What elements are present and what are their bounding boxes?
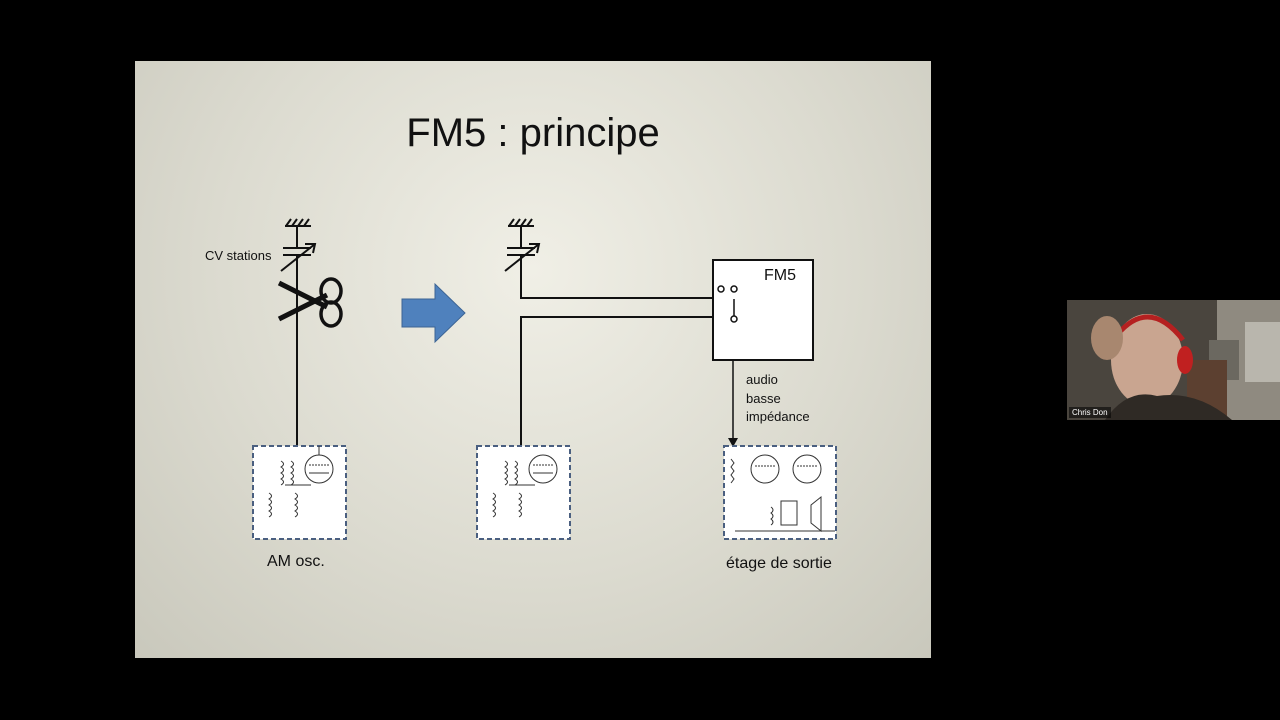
arrow-right-icon [401,282,466,344]
scissors-icon [277,277,343,328]
switch-icon [717,285,738,323]
participant-video [1067,300,1280,420]
participant-video-tile[interactable]: Chris Don [1067,300,1280,420]
output-stage-label: étage de sortie [726,555,832,572]
fm5-module [712,259,814,361]
ground-symbol-icon [285,218,311,247]
oscillator-box [476,445,571,540]
circuit-diagram [252,218,837,540]
slide-title: FM5 : principe [406,111,660,155]
presentation-slide: FM5 : principe CV stations FM5 audio bas… [135,61,931,658]
participant-name: Chris Don [1069,407,1111,418]
am-osc-label: AM osc. [267,553,325,570]
ground-symbol-icon [508,218,534,247]
basse-label: basse [746,391,781,406]
impedance-label: impédance [746,409,810,424]
audio-arrow [728,360,738,447]
audio-label: audio [746,372,778,387]
fm5-label: FM5 [764,267,796,284]
cv-stations-label: CV stations [205,248,272,263]
am-oscillator-box [252,445,347,540]
output-stage-box [723,445,837,540]
